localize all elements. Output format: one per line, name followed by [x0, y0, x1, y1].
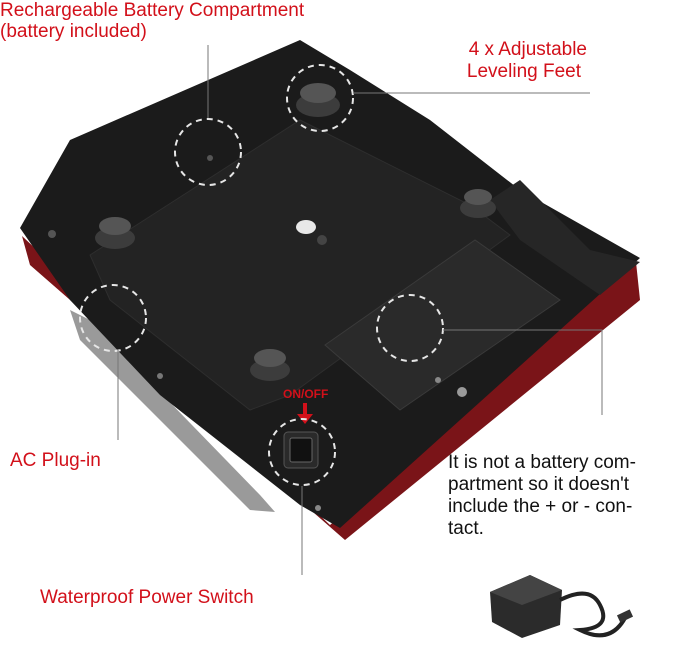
callout-battery-note-line3: include the + or - con-: [448, 496, 633, 517]
screw: [48, 230, 56, 238]
callout-battery-note-line1: It is not a battery com-: [448, 452, 636, 473]
screw: [457, 387, 467, 397]
dashed-circle-battery: [174, 118, 242, 186]
callout-battery-note-line4: tact.: [448, 518, 484, 539]
switch-tag: ON/OFF: [283, 387, 329, 401]
rocker-switch-icon: [283, 431, 319, 469]
callout-ac-plug: AC Plug-in: [10, 450, 101, 471]
dashed-circle-foot: [286, 64, 354, 132]
device-red-trim: [22, 236, 640, 540]
leader-cover: [443, 329, 603, 415]
leveling-foot-right: [460, 189, 496, 218]
device-base-plate: [70, 310, 275, 512]
callout-battery-compartment-line1: Rechargeable Battery Compartment: [0, 0, 305, 21]
callout-battery-compartment-line2: (battery included): [0, 21, 147, 42]
leveling-foot-left: [95, 217, 135, 249]
leveling-foot-front: [250, 349, 290, 381]
screw: [317, 235, 327, 245]
callout-power-switch: Waterproof Power Switch: [40, 587, 254, 608]
dashed-circle-cover: [376, 294, 444, 362]
callout-battery-note-line2: partment so it doesn't: [448, 474, 630, 495]
dashed-circle-ac: [79, 284, 147, 352]
screw: [435, 377, 441, 383]
screw: [315, 505, 321, 511]
center-sticker: [296, 220, 316, 234]
screw: [207, 155, 213, 161]
leveling-foot-top: [296, 83, 340, 117]
screw: [157, 373, 163, 379]
corner-housing: [490, 180, 640, 295]
callout-leveling-feet-line2: Leveling Feet: [466, 61, 581, 82]
power-adapter-icon: [490, 575, 634, 638]
dashed-circle-switch: [268, 418, 336, 486]
callout-leveling-feet-line1: 4 x Adjustable: [468, 39, 587, 60]
